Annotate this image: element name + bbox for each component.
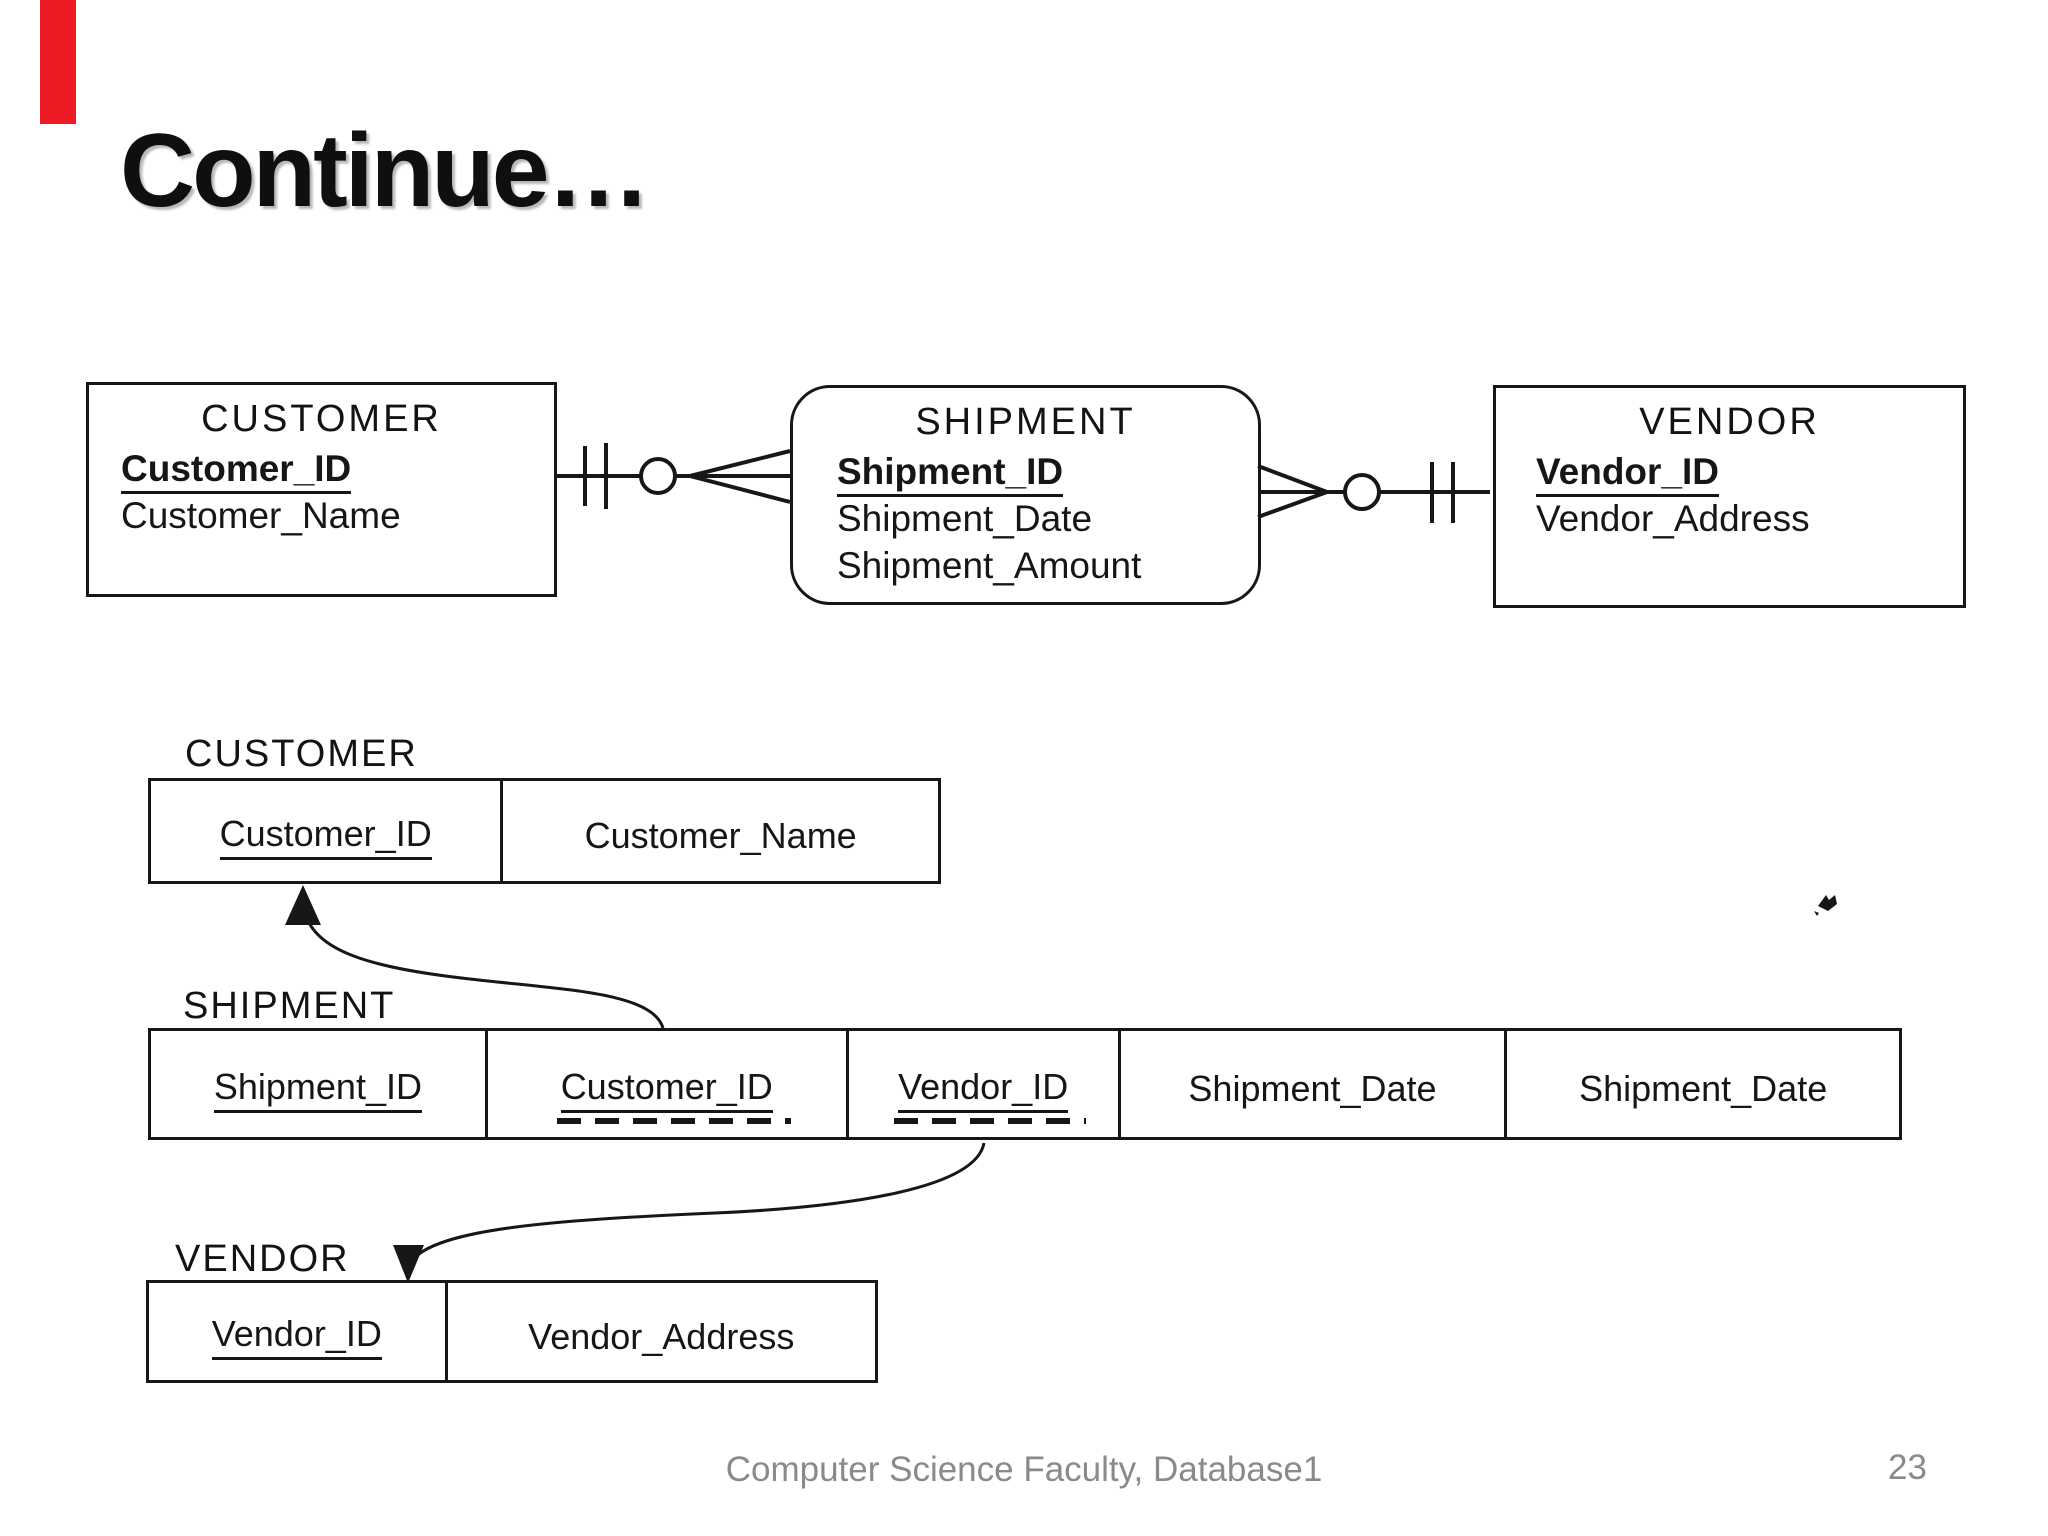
column-customer-name: Customer_Name (500, 781, 938, 881)
crow-foot-right-upper (1257, 464, 1328, 494)
er-entity-customer-title: CUSTOMER (201, 398, 442, 440)
crow-foot-right-lower (1257, 490, 1328, 519)
page-title: Continue… (120, 113, 651, 229)
er-entity-customer: CUSTOMER Customer_ID Customer_Name (86, 382, 557, 597)
table-vendor: Vendor_ID Vendor_Address (146, 1280, 878, 1383)
table-label-shipment: SHIPMENT (183, 985, 396, 1027)
crow-foot-left-lower (689, 474, 791, 504)
er-attr-vendor-address: Vendor_Address (1536, 498, 1810, 539)
er-entity-vendor: VENDOR Vendor_ID Vendor_Address (1493, 385, 1966, 608)
er-entity-shipment: SHIPMENT Shipment_ID Shipment_Date Shipm… (790, 385, 1261, 605)
scan-artifact (1814, 895, 1837, 916)
crow-foot-left-upper (689, 449, 791, 478)
page-number: 23 (1888, 1448, 1927, 1487)
column-shipment-date-1: Shipment_Date (1117, 1031, 1505, 1137)
er-attr-shipment-amount: Shipment_Amount (837, 545, 1142, 586)
fk-arrowhead-up (285, 885, 321, 925)
table-label-customer: CUSTOMER (185, 733, 418, 775)
er-entity-shipment-title: SHIPMENT (915, 401, 1136, 443)
column-customer-id: Customer_ID (151, 781, 500, 881)
fk-arrow-vendor-curve (407, 1142, 986, 1267)
footer-text: Computer Science Faculty, Database1 (725, 1450, 1323, 1489)
er-attr-vendor-id: Vendor_ID (1536, 448, 1963, 497)
column-vendor-address: Vendor_Address (444, 1283, 875, 1380)
er-attr-shipment-date: Shipment_Date (837, 498, 1093, 539)
er-attr-customer-id: Customer_ID (121, 445, 554, 494)
table-customer: Customer_ID Customer_Name (148, 778, 941, 884)
er-attr-customer-name: Customer_Name (121, 495, 401, 536)
column-shipment-date-2: Shipment_Date (1504, 1031, 1899, 1137)
optional-circle-left (639, 457, 677, 495)
er-entity-vendor-title: VENDOR (1639, 401, 1820, 443)
optional-circle-right (1343, 473, 1381, 511)
accent-red-bar (40, 0, 76, 124)
column-vendor-id: Vendor_ID (149, 1283, 445, 1380)
table-label-vendor: VENDOR (175, 1238, 350, 1280)
fk-arrowhead-down (393, 1245, 424, 1283)
column-fk-vendor-id: Vendor_ID (845, 1031, 1118, 1137)
table-shipment: Shipment_ID Customer_ID Vendor_ID Shipme… (148, 1028, 1902, 1140)
column-fk-customer-id: Customer_ID (484, 1031, 846, 1137)
column-shipment-id: Shipment_ID (151, 1031, 485, 1137)
er-attr-shipment-id: Shipment_ID (837, 448, 1258, 497)
